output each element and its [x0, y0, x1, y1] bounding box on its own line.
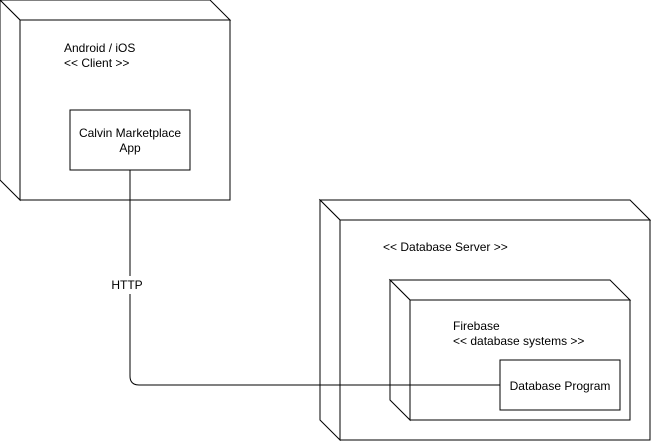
firebase-node-top-face	[388, 279, 632, 301]
http-connector-line	[129, 170, 500, 386]
server-node-top-face	[318, 199, 651, 221]
database-program-box: Database Program	[499, 359, 621, 411]
client-app-rect	[69, 109, 191, 171]
server-node-stereotype-label: << Database Server >>	[383, 240, 508, 254]
client-node-platform-label: Android / iOS	[64, 41, 135, 55]
client-node-stereotype-label: << Client >>	[64, 56, 129, 70]
http-connector-label: HTTP	[111, 278, 142, 292]
http-label-background	[106, 276, 154, 294]
firebase-node-name-label: Firebase	[453, 319, 500, 333]
server-node-side-face	[319, 198, 341, 441]
firebase-node-stereotype-label: << database systems >>	[453, 334, 584, 348]
database-program-rect	[499, 359, 621, 411]
client-app-label-line2: App	[119, 141, 141, 155]
client-node-top-face	[0, 0, 232, 21]
database-program-label: Database Program	[510, 379, 611, 393]
client-app-box: Calvin Marketplace App	[69, 109, 191, 171]
client-app-label-line1: Calvin Marketplace	[79, 126, 181, 140]
client-node-side-face	[0, 0, 21, 202]
firebase-node-side-face	[389, 278, 411, 422]
